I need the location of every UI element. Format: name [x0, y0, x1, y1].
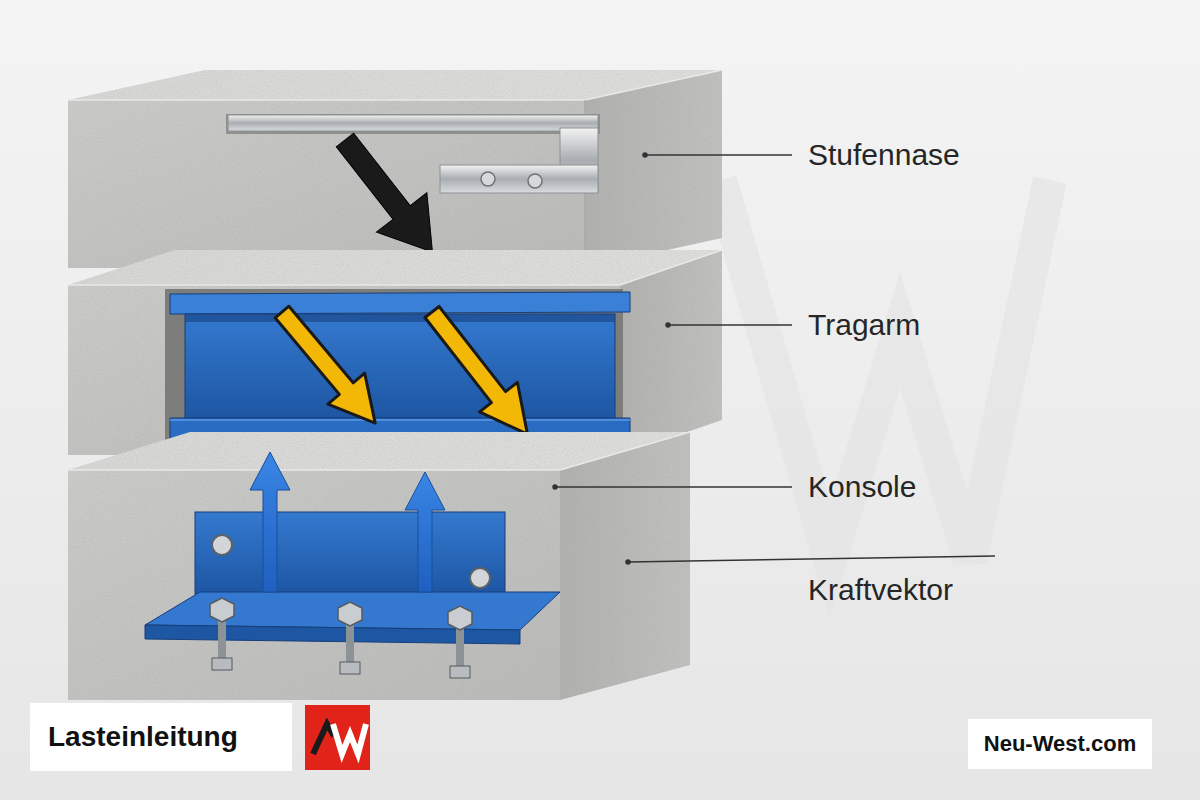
logo	[333, 724, 366, 754]
load-arrow	[320, 120, 458, 271]
stair-block-bottom	[68, 470, 560, 700]
stair-block-middle	[620, 250, 722, 455]
stair-block-middle	[68, 250, 722, 285]
stair-block-middle	[68, 250, 722, 285]
stair-block-bottom	[68, 470, 560, 700]
leader-line	[555, 486, 792, 488]
stair-nosing	[226, 114, 600, 134]
angle-bracket	[340, 662, 360, 674]
angle-bracket	[210, 598, 234, 622]
angle-bracket	[448, 606, 472, 630]
angle-bracket	[470, 568, 490, 588]
logo	[305, 705, 370, 770]
leader-line	[645, 154, 792, 156]
stair-block-top	[585, 70, 722, 268]
angle-bracket	[338, 602, 362, 626]
leader-line	[553, 485, 557, 489]
part-label: Stufennase	[808, 138, 960, 172]
stair-nosing	[481, 172, 495, 186]
support-beam	[165, 289, 630, 445]
leader-line	[553, 153, 995, 564]
support-beam	[185, 314, 615, 418]
stair-block-top	[585, 70, 722, 268]
force-arrow-blue	[405, 472, 445, 592]
stair-nosing	[226, 114, 600, 193]
force-arrow-yellow	[264, 297, 394, 439]
angle-bracket	[145, 512, 560, 678]
title-text: Lasteinleitung	[30, 703, 292, 771]
part-label: Konsole	[808, 470, 916, 504]
force-arrow-yellow	[264, 297, 394, 439]
part-label: Kraftvektor	[808, 573, 953, 607]
stair-nosing	[528, 174, 542, 188]
stair-block-bottom	[68, 432, 690, 700]
stair-block-bottom	[68, 432, 690, 470]
stair-block-bottom	[560, 432, 690, 700]
leader-line	[666, 323, 670, 327]
angle-bracket	[145, 592, 560, 630]
support-beam	[185, 314, 615, 322]
leader-line	[628, 556, 995, 562]
leader-line	[626, 560, 630, 564]
logo	[305, 705, 370, 770]
watermark-shape	[720, 180, 1050, 560]
stair-nosing	[228, 115, 598, 131]
stair-block-top	[68, 70, 722, 100]
load-arrow	[320, 120, 458, 271]
stair-block-middle	[620, 250, 722, 455]
stair-block-middle	[68, 250, 722, 285]
stair-block-bottom	[68, 432, 690, 700]
website-label: Neu-West.com	[968, 719, 1152, 769]
part-label: Tragarm	[808, 308, 920, 342]
stair-block-middle	[68, 250, 722, 455]
angle-bracket	[195, 512, 505, 594]
leader-line	[643, 153, 647, 157]
stair-block-bottom	[560, 432, 690, 700]
support-beam	[170, 292, 630, 314]
stair-nosing	[440, 165, 598, 193]
angle-bracket	[212, 535, 232, 555]
angle-bracket	[450, 666, 470, 678]
angle-bracket	[212, 658, 232, 670]
force-arrow-blue	[250, 452, 290, 592]
force-arrow-blue	[250, 452, 445, 592]
force-arrow-yellow	[413, 297, 546, 449]
logo	[313, 724, 334, 754]
stair-block-middle	[68, 250, 722, 455]
leader-line	[668, 324, 792, 326]
force-arrow-yellow	[413, 297, 546, 449]
support-beam	[170, 419, 630, 421]
